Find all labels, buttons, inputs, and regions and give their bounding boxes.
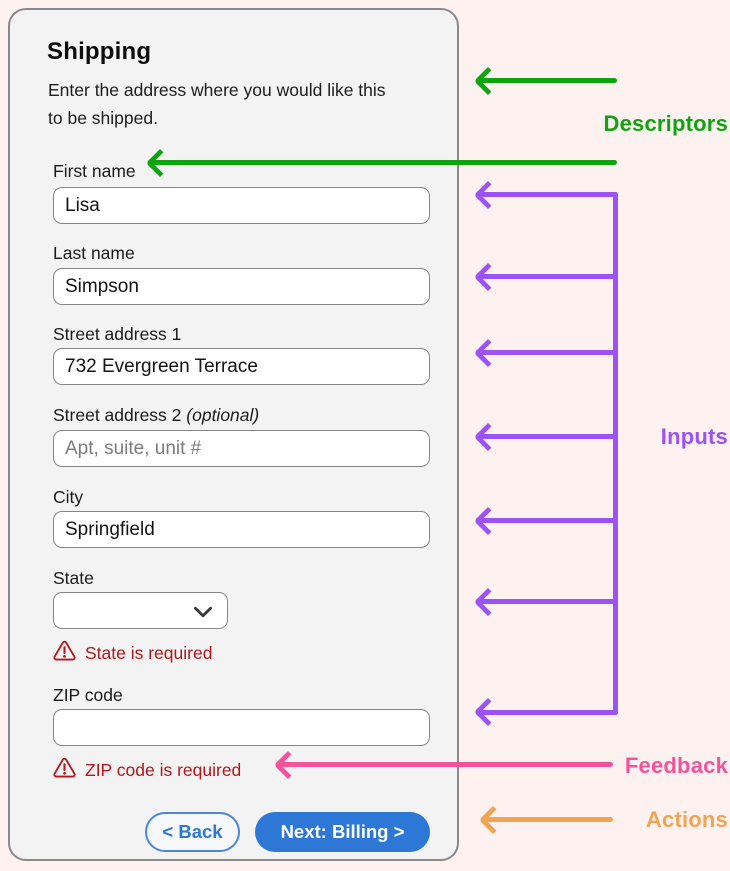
arrow-left-icon	[473, 422, 503, 452]
arrow-left-icon	[473, 180, 503, 210]
first-name-label: First name	[53, 161, 136, 181]
first-name-input[interactable]	[53, 187, 430, 224]
page-description: Enter the address where you would like t…	[48, 80, 386, 128]
optional-note: (optional)	[186, 405, 260, 425]
descriptors-annotation-label: Descriptors	[603, 111, 728, 136]
state-select[interactable]	[53, 592, 228, 629]
arrow-left-icon	[478, 805, 508, 835]
actions-annotation-label: Actions	[645, 807, 728, 832]
input-arrow-line	[480, 518, 618, 523]
zip-error-text: ZIP code is required	[85, 759, 242, 780]
street-address-1-label: Street address 1	[53, 324, 182, 344]
zip-code-input[interactable]	[53, 709, 430, 746]
descriptor-arrow-line	[480, 78, 617, 83]
warning-triangle-icon	[53, 757, 76, 783]
feedback-annotation-label: Feedback	[624, 753, 728, 778]
warning-triangle-icon	[53, 640, 76, 666]
last-name-input[interactable]	[53, 268, 430, 305]
street-address-1-input[interactable]	[53, 348, 430, 385]
street-address-2-input[interactable]	[53, 430, 430, 467]
inputs-annotation-spine	[613, 192, 618, 715]
last-name-label: Last name	[53, 243, 135, 263]
state-error-text: State is required	[85, 642, 213, 663]
next-billing-button[interactable]: Next: Billing >	[255, 812, 430, 852]
input-arrow-line	[480, 350, 618, 355]
inputs-annotation-label: Inputs	[660, 424, 728, 449]
input-arrow-line	[480, 710, 618, 715]
street-address-2-label: Street address 2 (optional)	[53, 405, 260, 425]
descriptor-arrow-line	[152, 160, 617, 165]
city-label: City	[53, 487, 84, 507]
arrow-left-icon	[473, 587, 503, 617]
input-arrow-line	[480, 599, 618, 604]
city-input[interactable]	[53, 511, 430, 548]
input-arrow-line	[480, 192, 618, 197]
arrow-left-icon	[473, 338, 503, 368]
state-label: State	[53, 568, 94, 588]
input-arrow-line	[480, 434, 618, 439]
state-error: State is required	[53, 640, 212, 666]
zip-code-label: ZIP code	[53, 685, 123, 705]
arrow-left-icon	[473, 697, 503, 727]
page-title: Shipping	[47, 38, 152, 65]
shipping-form-card: Shipping Enter the address where you wou…	[8, 8, 459, 861]
arrow-left-icon	[473, 262, 503, 292]
back-button[interactable]: < Back	[145, 812, 240, 852]
arrow-left-icon	[473, 506, 503, 536]
feedback-arrow-line	[280, 762, 613, 767]
zip-error: ZIP code is required	[53, 757, 241, 783]
actions-arrow-line	[485, 817, 613, 822]
arrow-left-icon	[473, 66, 503, 96]
input-arrow-line	[480, 274, 618, 279]
